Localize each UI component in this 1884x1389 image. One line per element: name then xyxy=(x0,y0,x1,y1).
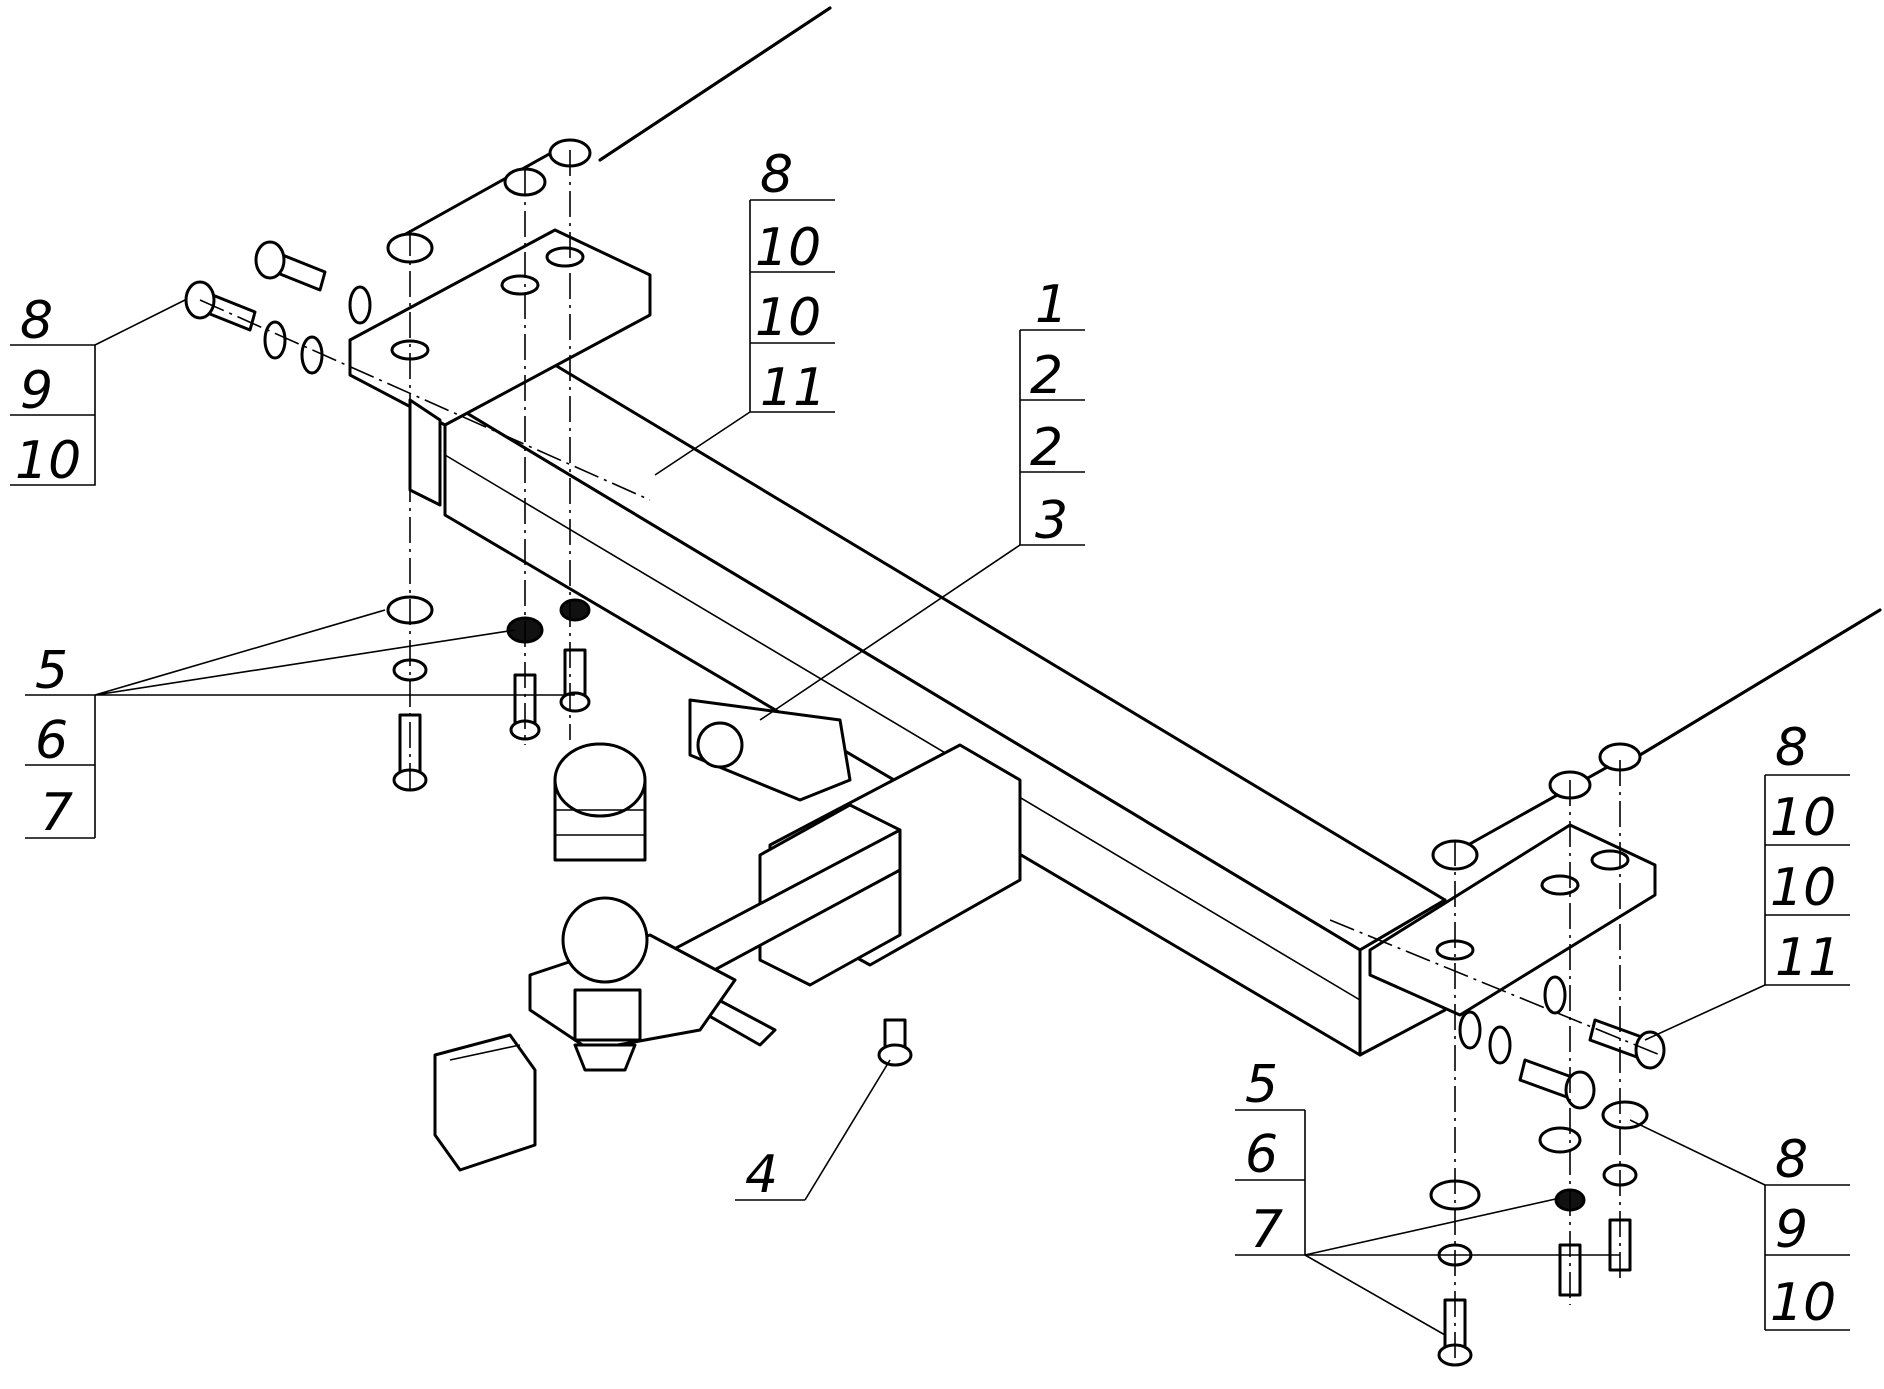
callout-label: 4 xyxy=(745,1145,778,1205)
callout-label: 8 xyxy=(1775,1130,1808,1190)
callout-label: 7 xyxy=(1250,1200,1283,1260)
callout-right-lower: 8 9 10 xyxy=(1764,1130,1850,1333)
callout-label: 10 xyxy=(1770,858,1836,918)
callout-label: 7 xyxy=(40,783,73,843)
callout-label: 10 xyxy=(755,218,821,278)
callout-label: 10 xyxy=(755,288,821,348)
callout-label: 1 xyxy=(1035,275,1068,335)
fasteners-right xyxy=(1429,975,1666,1367)
receiver-plug xyxy=(433,1033,537,1172)
callout-label: 11 xyxy=(1775,928,1841,988)
callout-bottom-right: 5 6 7 xyxy=(1235,1055,1306,1260)
callout-label: 11 xyxy=(760,358,826,418)
leader-lines xyxy=(94,299,1766,1336)
callout-top-center: 8 10 10 11 xyxy=(749,145,835,418)
socket-plate xyxy=(688,698,852,802)
callout-label: 5 xyxy=(35,641,68,701)
callout-label: 5 xyxy=(1245,1055,1278,1115)
callout-label: 9 xyxy=(1775,1200,1808,1260)
callout-label: 2 xyxy=(1030,418,1063,478)
callout-label: 10 xyxy=(1770,1273,1836,1333)
callout-center: 1 2 2 3 xyxy=(1019,275,1085,551)
callout-label: 6 xyxy=(1245,1125,1278,1185)
callout-bottom-center: 4 xyxy=(735,1145,805,1205)
callout-label: 8 xyxy=(20,291,53,351)
center-bolt xyxy=(877,1018,913,1067)
callout-label: 8 xyxy=(1775,718,1808,778)
center-axes xyxy=(199,150,1661,1360)
callout-right-upper: 8 10 10 11 xyxy=(1764,718,1850,988)
callout-label: 2 xyxy=(1030,346,1063,406)
main-cross-beam xyxy=(443,348,1447,1057)
callout-label: 3 xyxy=(1035,491,1068,551)
callout-label: 8 xyxy=(760,145,793,205)
left-mounting-bracket xyxy=(348,228,652,507)
callout-label: 9 xyxy=(20,361,53,421)
fasteners-lower-left xyxy=(386,595,591,792)
callout-label: 6 xyxy=(35,711,68,771)
callout-top-left: 8 9 10 xyxy=(10,291,96,491)
ball-cap xyxy=(553,742,647,862)
tow-ball-mount xyxy=(528,896,737,1072)
center-receiver-hitch xyxy=(623,743,1022,1047)
callout-left: 5 6 7 xyxy=(25,641,96,843)
fasteners-upper-left xyxy=(184,240,372,375)
callout-label: 10 xyxy=(15,431,81,491)
callout-label: 10 xyxy=(1770,788,1836,848)
